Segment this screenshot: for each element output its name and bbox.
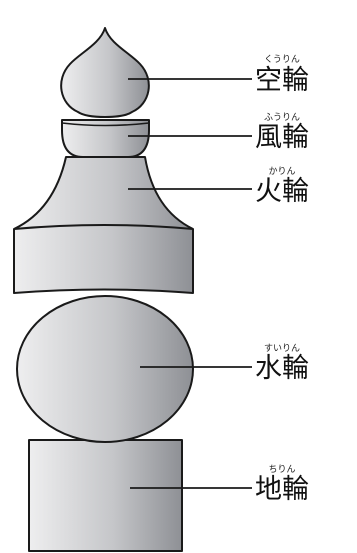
karin-reading: かりん	[268, 166, 295, 177]
kurin-void-ring	[60, 27, 150, 118]
kurin-reading: くうりん	[264, 54, 300, 65]
suirin-label: 水輪	[255, 353, 309, 384]
fuurin-label: 風輪	[255, 122, 309, 153]
suirin-water-ring	[16, 295, 194, 443]
chirin-label: 地輪	[255, 474, 309, 505]
karin-eave-curve	[13, 224, 194, 230]
fuurin-reading: ふうりん	[264, 112, 300, 123]
karin-label: 火輪	[255, 176, 309, 207]
chirin-reading: ちりん	[268, 464, 295, 475]
chirin-earth-ring	[28, 439, 183, 552]
fuurin-rim-line	[61, 122, 150, 127]
kurin-label: 空輪	[255, 65, 309, 96]
suirin-reading: すいりん	[264, 343, 300, 354]
